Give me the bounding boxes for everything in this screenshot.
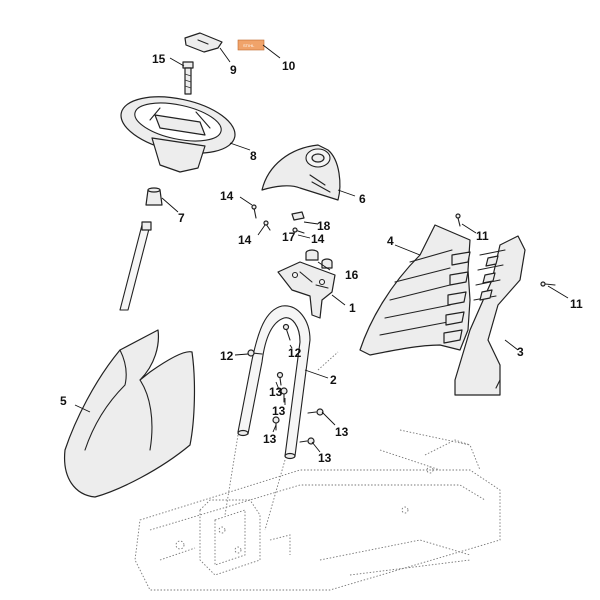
part-14-screws: [251, 204, 305, 234]
callout-18: 18: [317, 219, 331, 233]
part-10-label: STIHL: [237, 39, 265, 51]
callout-8: 8: [250, 149, 257, 163]
chassis-frame: [134, 429, 501, 591]
callout-1: 1: [349, 301, 356, 315]
callout-13-c: 13: [335, 425, 349, 439]
callout-13-b: 13: [263, 432, 277, 446]
part-7-adapter: [145, 187, 163, 206]
callout-10: 10: [282, 59, 296, 73]
callout-11-top: 11: [476, 229, 489, 243]
part-6-dash-cover: [261, 144, 341, 201]
part-8-steering-wheel: [120, 96, 236, 173]
callout-5: 5: [60, 394, 67, 408]
callout-14-b: 14: [238, 233, 252, 247]
part-3-shroud-right: [454, 235, 526, 396]
part-11-screws: [455, 213, 556, 287]
part-9-cap: [184, 32, 223, 53]
part-4-shroud-left: [359, 224, 471, 356]
part-5-lower-cover: [63, 329, 196, 498]
callout-2: 2: [330, 373, 337, 387]
part-17-bushing: [305, 249, 319, 261]
steering-shaft: [119, 221, 152, 311]
callout-17: 17: [282, 230, 296, 244]
label-tag-text: STIHL: [243, 43, 255, 48]
callout-15: 15: [152, 52, 166, 66]
part-2-column-tube: [237, 305, 311, 460]
part-16-nut: [321, 258, 333, 269]
leader-lines: [74, 44, 569, 453]
part-15-bolt: [182, 61, 194, 95]
callout-13-e: 13: [269, 385, 283, 399]
callout-14-a: 14: [220, 189, 234, 203]
callout-14-c: 14: [311, 232, 325, 246]
callout-16: 16: [345, 268, 359, 282]
callout-13-d: 13: [318, 451, 332, 465]
callout-3: 3: [517, 345, 524, 359]
callout-6: 6: [359, 192, 366, 206]
callout-11-right: 11: [570, 297, 583, 311]
callout-9: 9: [230, 63, 237, 77]
part-18-clip: [291, 211, 305, 221]
part-12-bolts: [247, 323, 291, 357]
label-tag: [237, 39, 265, 51]
callout-12-left: 12: [220, 349, 234, 363]
callout-12-right: 12: [288, 346, 302, 360]
callout-4: 4: [387, 234, 394, 248]
callout-7: 7: [178, 211, 185, 225]
part-1-bracket: [277, 261, 336, 319]
callouts: 1 2 3 4 5 6 7 8 9 10 11 11 12 12 13 13 1…: [60, 52, 583, 465]
callout-13-a: 13: [272, 404, 286, 418]
